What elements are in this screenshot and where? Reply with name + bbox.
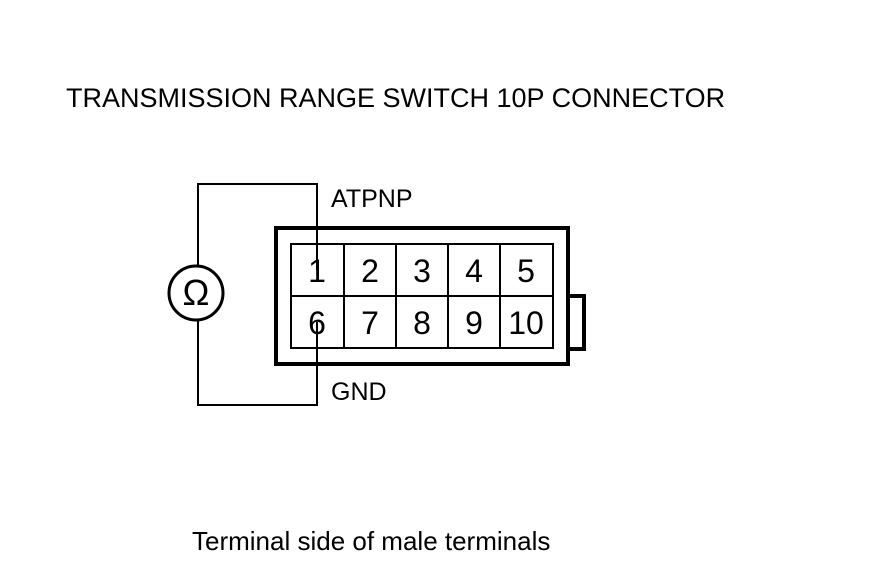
pin-3: 3 xyxy=(413,253,431,289)
ohm-icon: Ω xyxy=(183,272,210,313)
signal-label-atpnp: ATPNP xyxy=(331,185,413,213)
pin-4: 4 xyxy=(465,253,483,289)
diagram-caption: Terminal side of male terminals xyxy=(192,526,550,556)
pin-1: 1 xyxy=(308,253,326,289)
signal-label-gnd: GND xyxy=(331,378,387,406)
pin-10: 10 xyxy=(508,305,544,341)
pin-2: 2 xyxy=(361,253,379,289)
pin-6: 6 xyxy=(308,305,326,341)
pin-7: 7 xyxy=(361,305,379,341)
pin-9: 9 xyxy=(465,305,483,341)
connector-lock-tab xyxy=(568,294,586,351)
pin-5: 5 xyxy=(517,253,535,289)
diagram-title: TRANSMISSION RANGE SWITCH 10P CONNECTOR xyxy=(66,83,725,113)
probe-wire-bottom xyxy=(197,318,318,406)
pin-8: 8 xyxy=(413,305,431,341)
terminal-grid xyxy=(290,243,554,349)
ohmmeter-circle xyxy=(167,264,225,322)
